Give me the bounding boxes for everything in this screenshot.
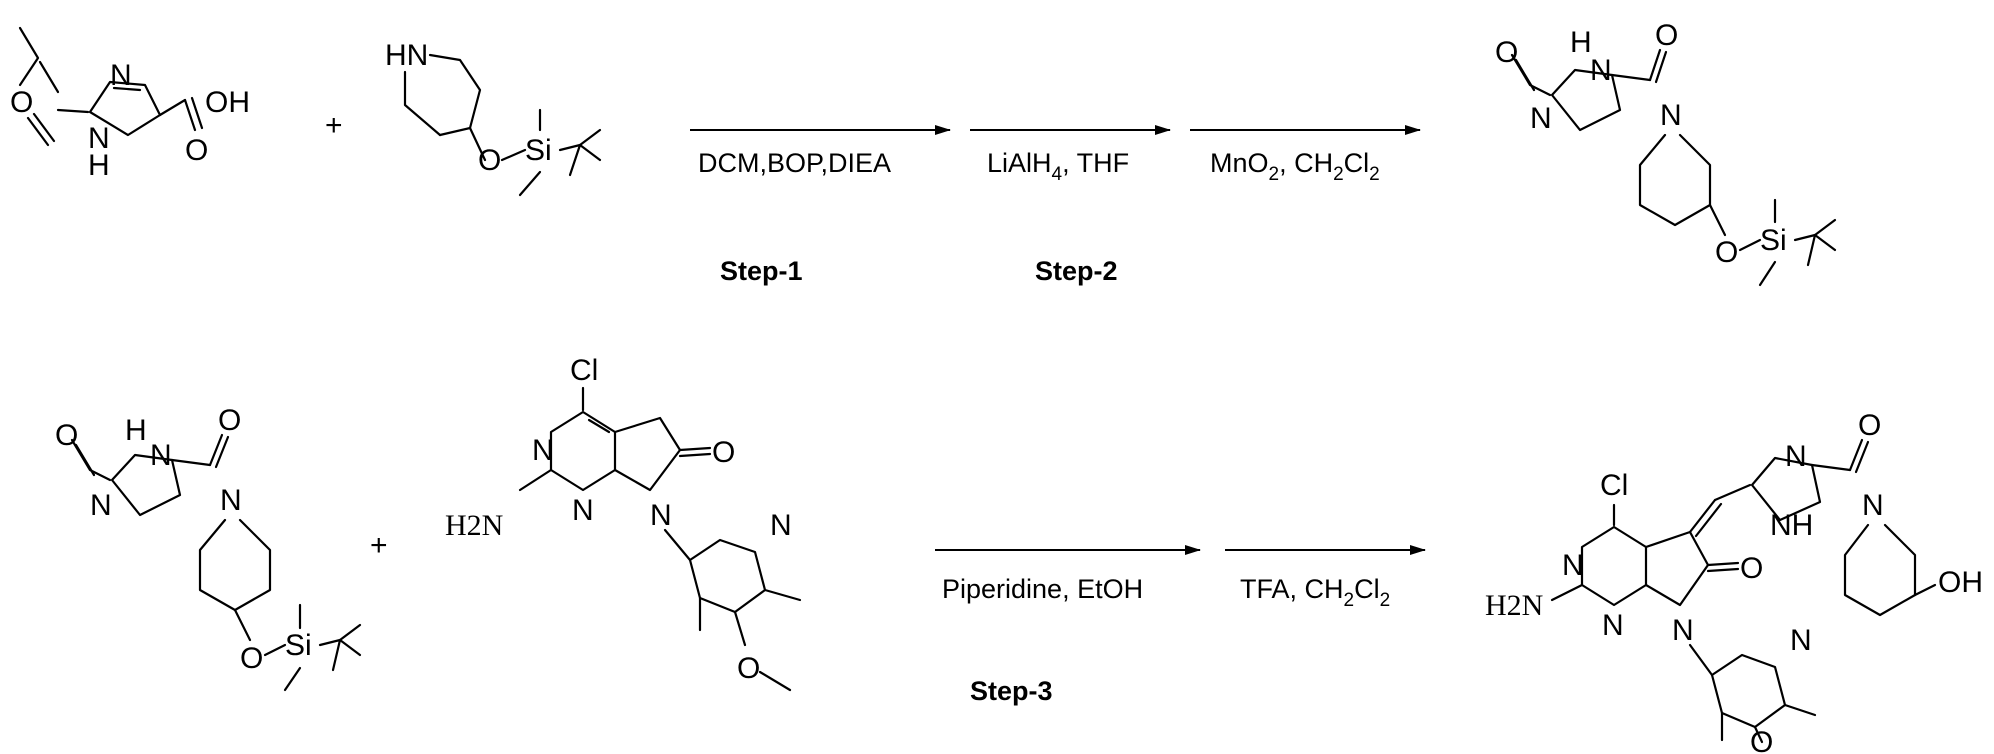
reactant-ethyl-imidazole-carboxylic-acid: O N N H O OH	[10, 28, 250, 182]
atom-label-n: N	[220, 484, 242, 517]
atom-label-n: N	[532, 434, 554, 467]
atom-label-oh: OH	[1938, 566, 1983, 599]
product-final-compound: Cl N N H2N O N N O N NH O N OH	[1485, 409, 1983, 754]
atom-label-o: O	[1750, 726, 1773, 754]
product-imidazole-aldehyde: O H N N O N O Si	[1495, 19, 1835, 285]
atom-label-o: O	[1858, 409, 1881, 442]
atom-label-h2n: H2N	[1485, 589, 1543, 622]
atom-label-n: N	[1785, 440, 1807, 473]
atom-label-n: N	[1862, 489, 1884, 522]
reactant-imidazole-aldehyde: O H N N O N O Si	[55, 404, 360, 690]
atom-label-h2n: H2N	[445, 509, 503, 542]
atom-label-o: O	[185, 134, 208, 167]
atom-label-n: N	[1530, 102, 1552, 135]
atom-label-n: N	[650, 499, 672, 532]
atom-label-n: N	[1660, 99, 1682, 132]
condition-deprotection: TFA, CH2Cl2	[1240, 574, 1390, 611]
atom-label-h: H	[88, 149, 110, 182]
plus-sign: +	[325, 109, 343, 142]
atom-label-n: N	[90, 489, 112, 522]
plus-sign: +	[370, 529, 388, 562]
atom-label-h: H	[125, 414, 147, 447]
atom-label-n: N	[110, 59, 132, 92]
condition-step1: DCM,BOP,DIEA	[698, 148, 891, 178]
condition-step2: LiAlH4, THF	[987, 148, 1129, 185]
atom-label-o: O	[240, 642, 263, 675]
atom-label-si: Si	[1760, 224, 1787, 257]
atom-label-o: O	[478, 144, 501, 177]
reactant-pyrrolopyrimidinone: Cl N N H2N O N N O	[445, 354, 800, 690]
atom-label-o: O	[10, 86, 33, 119]
step-label-2: Step-2	[1035, 256, 1118, 286]
atom-label-o: O	[1715, 236, 1738, 269]
reactant-tbs-piperidinol: HN O Si	[385, 39, 600, 195]
atom-label-h: H	[1570, 26, 1592, 59]
step-label-1: Step-1	[720, 256, 803, 286]
condition-step3: Piperidine, EtOH	[942, 574, 1143, 604]
atom-label-o: O	[1495, 36, 1518, 69]
atom-label-n: N	[1602, 609, 1624, 642]
atom-label-oh: OH	[205, 86, 250, 119]
atom-label-n: N	[770, 509, 792, 542]
atom-label-cl: Cl	[1600, 469, 1628, 502]
atom-label-o: O	[737, 652, 760, 685]
condition-oxidation: MnO2, CH2Cl2	[1210, 148, 1380, 185]
atom-label-n: N	[1590, 54, 1612, 87]
atom-label-o: O	[712, 436, 735, 469]
atom-label-o: O	[1740, 552, 1763, 585]
atom-label-o: O	[1655, 19, 1678, 52]
atom-label-si: Si	[285, 629, 312, 662]
atom-label-n: N	[572, 494, 594, 527]
atom-label-o: O	[218, 404, 241, 437]
atom-label-o: O	[55, 419, 78, 452]
atom-label-n: N	[1672, 614, 1694, 647]
atom-label-hn: HN	[385, 39, 428, 72]
atom-label-cl: Cl	[570, 354, 598, 387]
atom-label-si: Si	[525, 134, 552, 167]
atom-label-n: N	[1562, 549, 1584, 582]
step-label-3: Step-3	[970, 676, 1053, 706]
atom-label-nh: NH	[1770, 509, 1813, 542]
atom-label-n: N	[1790, 624, 1812, 657]
atom-label-n: N	[150, 439, 172, 472]
